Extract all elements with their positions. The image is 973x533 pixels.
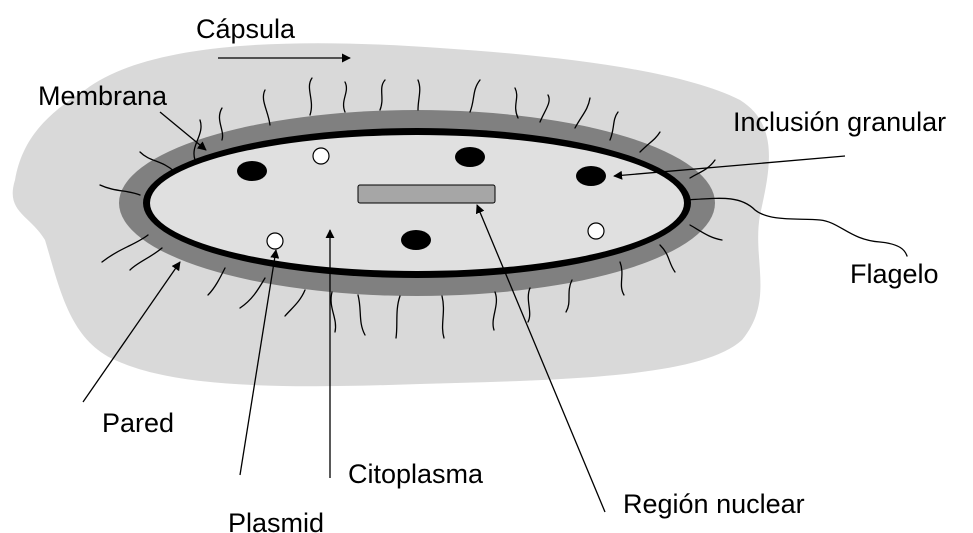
plasmid-circle bbox=[267, 233, 283, 249]
nucleoid-region bbox=[358, 185, 495, 203]
membrana-label: Membrana bbox=[38, 81, 168, 111]
region-nuclear-label: Región nuclear bbox=[623, 489, 805, 519]
flagelo-label: Flagelo bbox=[850, 259, 939, 289]
citoplasma-label: Citoplasma bbox=[348, 459, 484, 489]
plasmid-label: Plasmid bbox=[228, 508, 324, 533]
granular-inclusion bbox=[576, 166, 606, 186]
granular-inclusion bbox=[237, 161, 267, 181]
plasmid-circle bbox=[588, 223, 604, 239]
inclusion-granular-label: Inclusión granular bbox=[733, 107, 946, 137]
plasmid-circle bbox=[313, 148, 329, 164]
granular-inclusion bbox=[455, 147, 485, 167]
capsula-label: Cápsula bbox=[196, 14, 296, 44]
pared-label: Pared bbox=[102, 408, 174, 438]
granular-inclusion bbox=[401, 230, 431, 250]
